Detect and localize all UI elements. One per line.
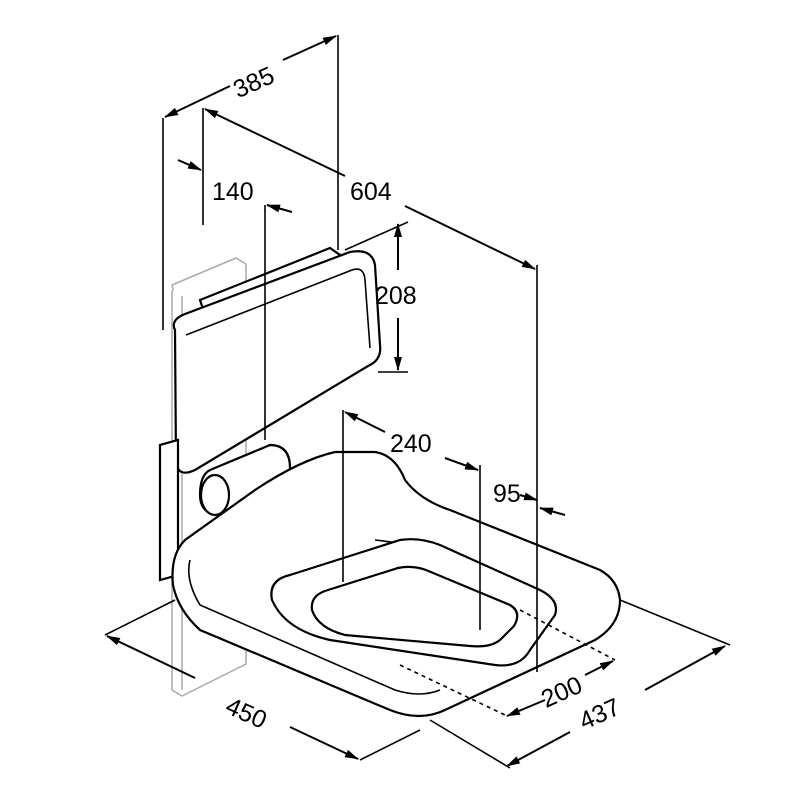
dim-208-label: 208 bbox=[375, 282, 417, 310]
dim-437-label: 437 bbox=[575, 693, 625, 736]
dim-240-label: 240 bbox=[390, 430, 432, 458]
dimension-lines bbox=[106, 35, 726, 767]
dim-450-label: 450 bbox=[221, 692, 271, 735]
dim-604-label: 604 bbox=[350, 178, 392, 206]
dim-95-label: 95 bbox=[493, 480, 521, 508]
backrest bbox=[172, 246, 382, 474]
dim-140-label: 140 bbox=[212, 178, 254, 206]
dim-385-label: 385 bbox=[229, 61, 279, 104]
extension-lines bbox=[104, 35, 731, 769]
seat bbox=[171, 450, 622, 718]
